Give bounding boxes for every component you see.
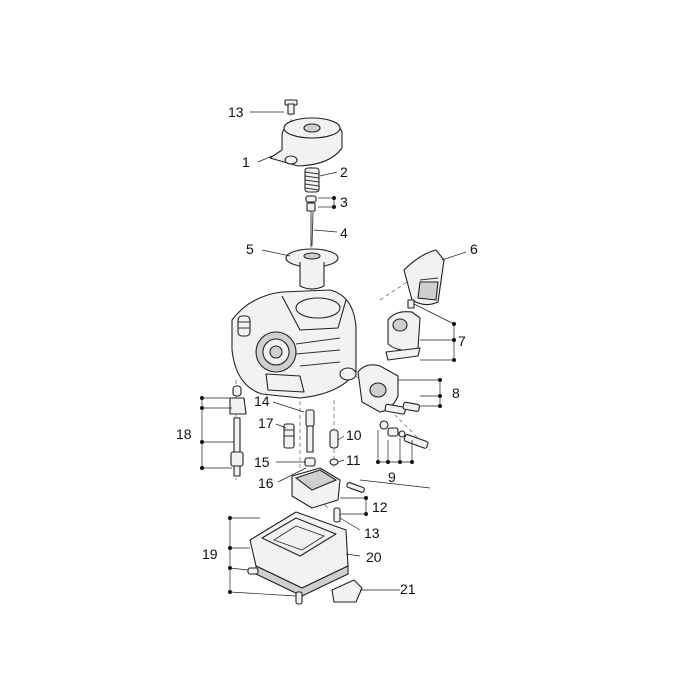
pilot-jet [304, 457, 316, 467]
needle-retainer [305, 195, 317, 212]
label-8: 8 [452, 385, 460, 401]
label-15: 15 [254, 454, 270, 470]
top-cover [269, 117, 343, 167]
float-bowl [249, 511, 349, 597]
float-bowl-screw [333, 507, 341, 523]
label-5: 5 [246, 241, 254, 257]
mounting-bracket [331, 579, 363, 603]
label-2: 2 [340, 164, 348, 180]
diaphragm-slide [285, 248, 339, 290]
group-bracket-12 [340, 496, 368, 516]
label-4: 4 [340, 225, 348, 241]
jet-needle [310, 211, 314, 247]
float-needle [329, 429, 339, 449]
label-13-top: 13 [228, 104, 244, 120]
group-bracket-8 [398, 378, 442, 408]
label-16: 16 [258, 475, 274, 491]
label-14: 14 [254, 393, 270, 409]
label-13-lower: 13 [364, 525, 380, 541]
top-cover-screw [284, 99, 298, 115]
label-20: 20 [366, 549, 382, 565]
label-19: 19 [202, 546, 218, 562]
needle-clip [329, 458, 339, 466]
label-18: 18 [176, 426, 192, 442]
pump-cover [357, 364, 420, 415]
label-11: 11 [346, 452, 361, 468]
group-bracket-9 [376, 430, 414, 464]
group-bracket-18 [200, 396, 234, 470]
jet-holder [283, 423, 295, 449]
starter-plunger [229, 385, 247, 477]
label-21: 21 [400, 581, 416, 597]
leader-lines [250, 111, 467, 591]
label-6: 6 [470, 241, 478, 257]
choke-assembly [385, 299, 421, 361]
group-bracket-7 [413, 303, 456, 362]
label-3: 3 [340, 194, 348, 210]
diaphragm-spring [304, 167, 320, 193]
group-bracket-19 [228, 516, 297, 597]
choke-cover [403, 249, 445, 306]
float [291, 467, 365, 509]
label-1: 1 [242, 154, 250, 170]
main-jet [305, 409, 315, 453]
label-7: 7 [458, 333, 466, 349]
label-12: 12 [372, 499, 388, 515]
mixture-screw [379, 420, 429, 449]
label-9: 9 [388, 469, 396, 485]
bowl-screws [247, 567, 303, 605]
group-bracket-3 [318, 196, 336, 209]
label-17: 17 [258, 415, 274, 431]
label-10: 10 [346, 427, 362, 443]
carburetor-body [231, 289, 357, 399]
part-labels: 13 1 2 3 4 5 6 7 8 9 10 11 12 13 14 15 1… [176, 104, 478, 597]
